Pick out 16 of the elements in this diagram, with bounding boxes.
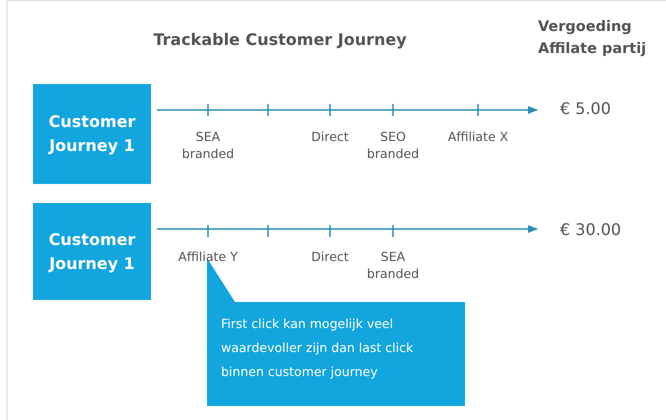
amount-label: € 30.00 [560, 220, 622, 239]
arrow [157, 106, 538, 114]
amount-label: € 5.00 [560, 99, 611, 118]
axis-label: Direct [310, 248, 350, 265]
diagram-title: Trackable Customer Journey [152, 30, 408, 49]
axis-label: SEO branded [366, 128, 420, 162]
axis-label: SEA branded [180, 128, 236, 162]
journey-box: Customer Journey 1 [33, 84, 151, 184]
axis-label: Affiliate X [446, 128, 510, 145]
axis-label: SEA branded [366, 248, 420, 282]
journey-box: Customer Journey 1 [33, 203, 151, 300]
callout-text: First click kan mogelijk veel waardevoller zijn dan last click binnen customer journey [207, 302, 465, 406]
arrow [157, 225, 538, 233]
axis-label: Affiliate Y [177, 248, 239, 265]
axis-label: Direct [310, 128, 350, 145]
column-header: Vergoeding Affilate partij [538, 18, 648, 59]
